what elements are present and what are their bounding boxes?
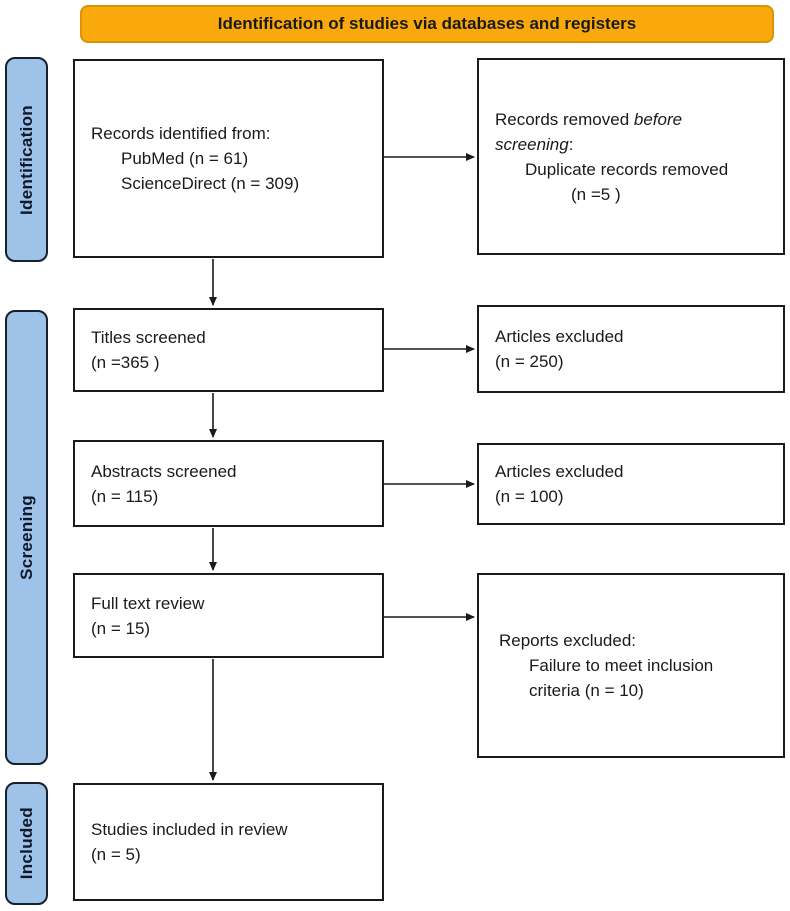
records-removed-count: (n =5 ) — [571, 184, 621, 204]
abstracts-screened-count: (n = 115) — [91, 486, 159, 506]
stage-label-identification: Identification — [5, 57, 48, 262]
titles-screened-label: Titles screened — [91, 328, 206, 347]
diagram-title: Identification of studies via databases … — [217, 14, 637, 33]
articles-excluded-abstracts-count: (n = 100) — [495, 487, 564, 506]
studies-included-label: Studies included in review — [91, 820, 288, 839]
titles-screened-count: (n =365 ) — [91, 353, 160, 372]
articles-excluded-abstracts-label: Articles excluded — [495, 462, 624, 481]
box-abstracts-screened: Abstracts screened (n = 115) — [73, 440, 384, 527]
stage-label-screening: Screening — [5, 310, 48, 765]
stage-label-identification-text: Identification — [16, 104, 36, 215]
reports-excluded-reason-line1: Failure to meet inclusion — [529, 656, 714, 675]
box-full-text-review: Full text review (n = 15) — [73, 573, 384, 658]
box-reports-excluded: Reports excluded: Failure to meet inclus… — [477, 573, 785, 758]
stage-label-included-text: Included — [16, 807, 36, 880]
records-identified-title: Records identified from: — [91, 124, 271, 143]
reports-excluded-reason-line2: criteria (n = 10) — [529, 681, 644, 700]
diagram-title-banner: Identification of studies via databases … — [80, 5, 774, 43]
stage-label-screening-text: Screening — [16, 495, 36, 580]
records-removed-item: Duplicate records removed — [525, 159, 729, 179]
abstracts-screened-label: Abstracts screened — [91, 461, 237, 481]
full-text-review-label: Full text review — [91, 593, 205, 613]
records-identified-source-sciencedirect: ScienceDirect (n = 309) — [121, 174, 300, 193]
records-identified-source-pubmed: PubMed (n = 61) — [121, 149, 249, 168]
box-studies-included: Studies included in review (n = 5) — [73, 783, 384, 901]
studies-included-count: (n = 5) — [91, 845, 141, 864]
full-text-review-count: (n = 15) — [91, 618, 151, 638]
stage-label-included: Included — [5, 782, 48, 905]
articles-excluded-titles-label: Articles excluded — [495, 327, 624, 346]
articles-excluded-titles-count: (n = 250) — [495, 352, 564, 371]
box-titles-screened: Titles screened (n =365 ) — [73, 308, 384, 392]
reports-excluded-title: Reports excluded: — [499, 631, 637, 650]
box-records-identified: Records identified from: PubMed (n = 61)… — [73, 59, 384, 258]
box-articles-excluded-titles: Articles excluded (n = 250) — [477, 305, 785, 393]
box-articles-excluded-abstracts: Articles excluded (n = 100) — [477, 443, 785, 525]
